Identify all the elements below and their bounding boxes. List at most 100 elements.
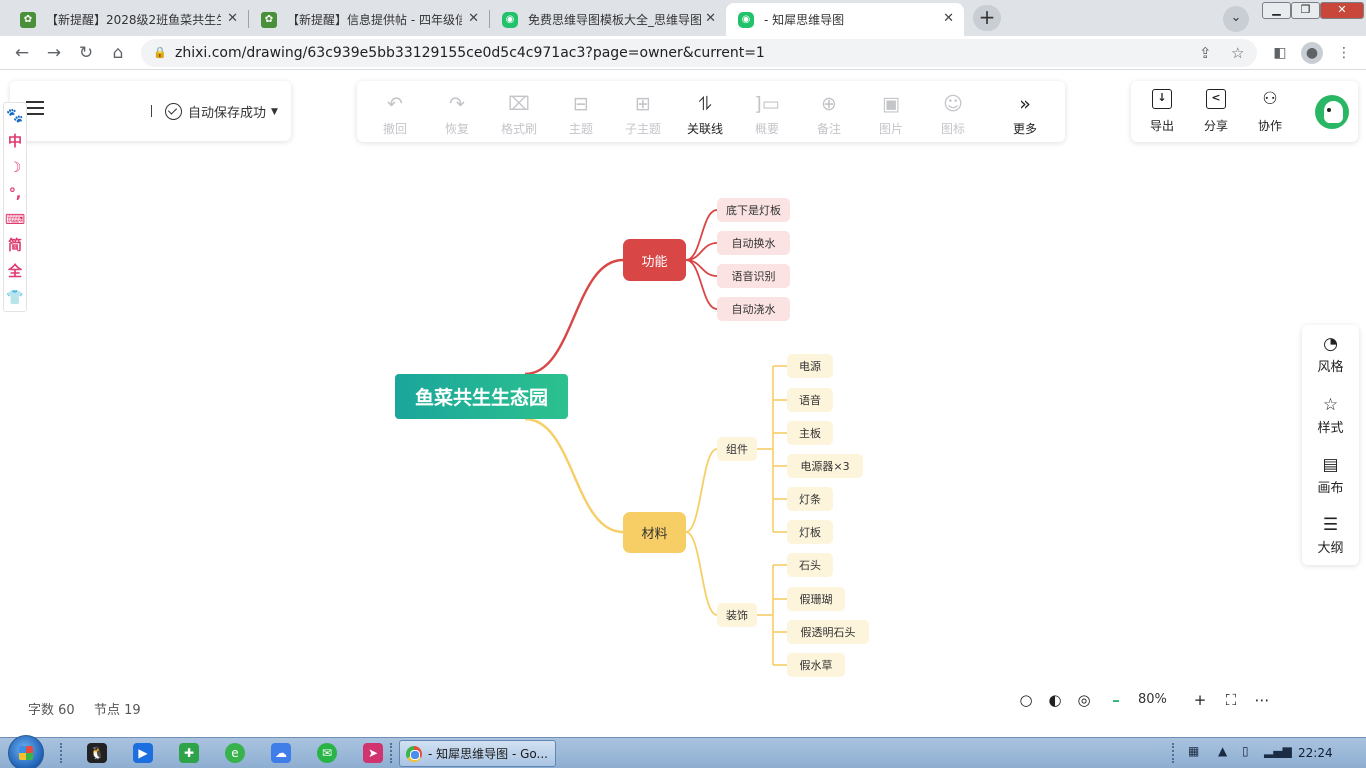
- leaf-topic[interactable]: 灯板: [787, 520, 833, 544]
- more-options-icon[interactable]: ⋯: [1254, 691, 1270, 709]
- main-topic[interactable]: 功能: [623, 239, 686, 281]
- subtopic[interactable]: 底下是灯板: [717, 198, 790, 222]
- home-icon[interactable]: ⌂: [112, 43, 124, 63]
- main-topic[interactable]: 材料: [623, 512, 686, 553]
- collaborate-button[interactable]: ⚇ 协作: [1250, 89, 1290, 134]
- tray-network-icon[interactable]: ▦: [1188, 744, 1200, 758]
- connector-line: [524, 258, 624, 376]
- qq-icon[interactable]: 🐧: [87, 743, 107, 763]
- leaf-topic[interactable]: 电源: [787, 354, 833, 378]
- browser-tab[interactable]: ✿ 【新提醒】2028级2班鱼菜共生生 ✕: [8, 3, 248, 36]
- tray-battery-icon[interactable]: ▯: [1242, 744, 1249, 758]
- clock[interactable]: 22:24: [1298, 746, 1333, 760]
- zoom-in-button[interactable]: +: [1193, 691, 1207, 709]
- bookmark-star-icon[interactable]: ☆: [1231, 44, 1245, 62]
- leaf-topic[interactable]: 语音: [787, 388, 833, 412]
- ime-skin-icon[interactable]: 👕: [6, 290, 24, 306]
- ime-paw-icon[interactable]: 🐾: [6, 108, 24, 124]
- ime-toolbar: 🐾 中 ☽ °, ⌨ 简全 👕: [3, 102, 27, 312]
- ime-fullwidth-mode[interactable]: 全: [8, 264, 22, 280]
- mindmap-canvas[interactable]: 鱼菜共生生态园 功能 底下是灯板自动换水语音识别自动浇水材料 组件 电源语音主板电源器×…: [0, 150, 1366, 690]
- root-topic[interactable]: 鱼菜共生生态园: [395, 374, 568, 419]
- relation-line-button[interactable]: ⥮关联线: [677, 91, 733, 137]
- close-window-button[interactable]: ✕: [1320, 2, 1364, 19]
- topic-button[interactable]: ⊟主题: [553, 91, 609, 137]
- lock-icon[interactable]: 🔒: [153, 46, 167, 59]
- leaf-topic[interactable]: 假透明石头: [787, 620, 869, 644]
- outline-button[interactable]: ☰大纲: [1302, 515, 1359, 556]
- subtopic[interactable]: 自动浇水: [717, 297, 790, 321]
- close-tab-icon[interactable]: ✕: [705, 11, 716, 26]
- format-brush-button[interactable]: ⌧格式刷: [491, 91, 547, 137]
- side-panel-icon[interactable]: ◧: [1273, 45, 1287, 61]
- leaf-topic[interactable]: 假珊瑚: [787, 587, 845, 611]
- ime-simplified-mode[interactable]: 简: [8, 238, 22, 254]
- leaf-topic[interactable]: 主板: [787, 421, 833, 445]
- subtopic[interactable]: 组件: [717, 437, 757, 461]
- close-tab-icon[interactable]: ✕: [943, 11, 954, 26]
- tab-search-chevron-icon[interactable]: ⌄: [1223, 6, 1249, 32]
- emoji-button[interactable]: ☺图标: [925, 91, 981, 137]
- browser-tab[interactable]: ◉ 免费思维导图模板大全_思维导图 ✕: [490, 3, 726, 36]
- zoom-out-button[interactable]: –: [1112, 691, 1120, 709]
- save-status-dropdown[interactable]: 自动保存成功 ▼: [165, 102, 278, 121]
- navigate-icon[interactable]: ◎: [1077, 691, 1091, 709]
- taskbar-chrome-window[interactable]: - 知犀思维导图 - Go...: [399, 740, 556, 767]
- new-tab-button[interactable]: +: [973, 5, 1001, 31]
- leaf-topic[interactable]: 石头: [787, 553, 833, 577]
- back-icon[interactable]: ←: [14, 43, 30, 63]
- subtopic[interactable]: 自动换水: [717, 231, 790, 255]
- side-panel-label: 大纲: [1317, 541, 1344, 556]
- note-button[interactable]: ⊕备注: [801, 91, 857, 137]
- user-avatar[interactable]: [1315, 95, 1349, 129]
- cloud-app-icon[interactable]: ☁: [271, 743, 291, 763]
- browser-e-icon[interactable]: e: [225, 743, 245, 763]
- start-button[interactable]: [8, 735, 44, 768]
- tray-expand-icon[interactable]: ▲: [1218, 744, 1228, 758]
- ime-chinese-mode[interactable]: 中: [8, 134, 22, 150]
- palette-button[interactable]: ◔风格: [1302, 334, 1359, 375]
- leaf-topic[interactable]: 灯条: [787, 487, 833, 511]
- fit-screen-icon[interactable]: ⛶: [1225, 691, 1237, 709]
- collaborate-icon: ⚇: [1262, 89, 1278, 109]
- subtopic[interactable]: 装饰: [717, 603, 757, 627]
- search-icon[interactable]: ○: [1019, 691, 1033, 709]
- image-button[interactable]: ▣图片: [863, 91, 919, 137]
- maximize-button[interactable]: ❐: [1291, 2, 1320, 19]
- meeting-app-icon[interactable]: ▶: [133, 743, 153, 763]
- hamburger-menu-icon[interactable]: [26, 101, 44, 115]
- forward-icon[interactable]: →: [46, 43, 62, 63]
- menu-kebab-icon[interactable]: ⋮: [1337, 45, 1351, 61]
- profile-avatar-icon[interactable]: ●: [1301, 42, 1323, 64]
- canvas-button[interactable]: ▤画布: [1302, 455, 1359, 496]
- send-app-icon[interactable]: ➤: [363, 743, 383, 763]
- subtopic-button[interactable]: ⊞子主题: [615, 91, 671, 137]
- ime-punctuation-icon[interactable]: °,: [8, 186, 22, 202]
- ime-keyboard-icon[interactable]: ⌨: [4, 212, 26, 228]
- share-button[interactable]: < 分享: [1196, 89, 1236, 134]
- minimize-button[interactable]: ▁: [1262, 2, 1291, 19]
- tray-signal-icon[interactable]: ▂▄▆: [1264, 744, 1292, 758]
- address-bar[interactable]: 🔒 zhixi.com/drawing/63c939e5bb33129155ce…: [141, 39, 1257, 67]
- close-tab-icon[interactable]: ✕: [227, 11, 238, 26]
- close-tab-icon[interactable]: ✕: [468, 11, 479, 26]
- subtopic[interactable]: 语音识别: [717, 264, 790, 288]
- reload-icon[interactable]: ↻: [78, 43, 94, 63]
- canvas-icon: ▤: [1322, 455, 1339, 475]
- leaf-topic[interactable]: 电源器×3: [787, 454, 863, 478]
- zoom-level[interactable]: 80%: [1138, 692, 1167, 707]
- wechat-icon[interactable]: ✉: [317, 743, 337, 763]
- undo-button[interactable]: ↶撤回: [367, 91, 423, 137]
- browser-tab[interactable]: ✿ 【新提醒】信息提供帖 - 四年级信 ✕: [249, 3, 489, 36]
- redo-button[interactable]: ↷恢复: [429, 91, 485, 137]
- summary-button[interactable]: ]▭概要: [739, 91, 795, 137]
- ime-moon-icon[interactable]: ☽: [8, 160, 22, 176]
- theme-toggle-icon[interactable]: ◐: [1048, 691, 1062, 709]
- export-button[interactable]: ↓ 导出: [1142, 89, 1182, 134]
- leaf-topic[interactable]: 假水草: [787, 653, 845, 677]
- more-button[interactable]: »更多: [997, 91, 1053, 137]
- style-button[interactable]: ☆样式: [1302, 395, 1359, 436]
- share-page-icon[interactable]: ⇪: [1199, 44, 1212, 62]
- browser-tab-active[interactable]: ◉ - 知犀思维导图 ✕: [726, 3, 964, 36]
- security-shield-icon[interactable]: ✚: [179, 743, 199, 763]
